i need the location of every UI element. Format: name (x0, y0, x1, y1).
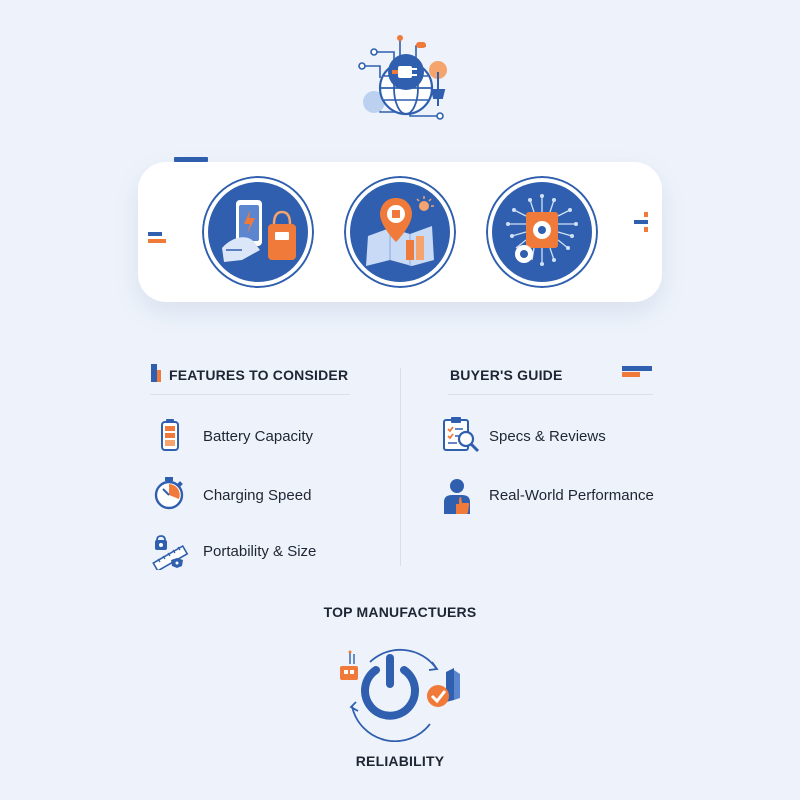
feature-label-charging: Charging Speed (203, 487, 312, 504)
features-rule (150, 394, 350, 395)
ruler-lock-icon (152, 535, 189, 570)
guide-heading: BUYER'S GUIDE (450, 367, 563, 383)
manufacturers-heading: TOP MANUFACTUERS (323, 604, 477, 620)
guide-label-specs: Specs & Reviews (489, 428, 606, 445)
map-location-pin-icon (344, 176, 456, 288)
feature-label-portability: Portability & Size (203, 543, 317, 560)
person-thumbs-up-icon (444, 479, 470, 514)
guide-label-performance: Real-World Performance (489, 487, 654, 504)
guide-heading-marker (622, 366, 652, 377)
chip-gear-icon (486, 176, 598, 288)
decor-dash-left (148, 232, 166, 243)
card-accent-tab (174, 157, 208, 162)
power-cycle-check-icon (340, 648, 460, 742)
features-heading: FEATURES TO CONSIDER (169, 367, 349, 383)
smartphone-powerbank-icon (202, 176, 314, 288)
features-heading-marker (151, 364, 161, 382)
battery-icon (161, 419, 179, 451)
decor-dash-right (634, 212, 648, 232)
globe-plug-network-icon (358, 35, 447, 120)
guide-rule (448, 394, 653, 395)
feature-label-battery: Battery Capacity (203, 428, 314, 445)
stopwatch-icon (154, 477, 184, 510)
reliability-heading: RELIABILITY (355, 753, 445, 769)
feature-icons-card (138, 162, 662, 302)
column-divider (400, 368, 401, 566)
clipboard-magnifier-icon (443, 417, 480, 453)
